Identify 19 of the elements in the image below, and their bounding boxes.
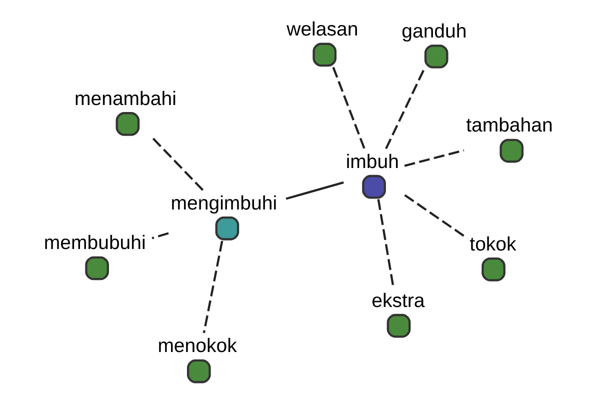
node-label: mengimbuhi: [170, 192, 278, 214]
connector: [152, 232, 169, 240]
connector: [385, 68, 426, 150]
connector: [286, 181, 344, 200]
connector: [332, 66, 366, 149]
node-label: imbuh: [346, 150, 399, 173]
connector: [404, 149, 464, 167]
node-label: membubuhi: [44, 232, 146, 254]
connector: [404, 194, 468, 240]
node-label: menokok: [158, 335, 237, 358]
connector: [377, 199, 394, 288]
node-label: tokok: [470, 233, 516, 256]
connector: [150, 135, 204, 191]
connector: [202, 240, 224, 334]
node-label: menambahi: [74, 88, 176, 110]
node-label: ganduh: [402, 20, 467, 42]
node-label: welasan: [286, 18, 358, 41]
node-label: ekstra: [372, 290, 425, 312]
node-label: tambahan: [466, 114, 553, 137]
